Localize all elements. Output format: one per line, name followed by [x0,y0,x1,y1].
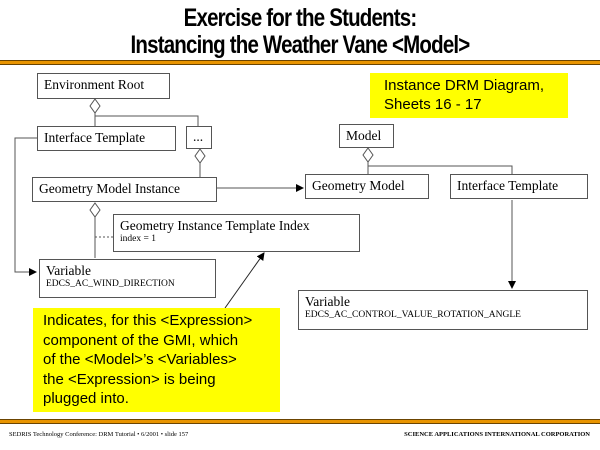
bottom-rule [0,419,600,425]
slide-title-line-2: Instancing the Weather Vane <Model> [130,31,471,59]
explanation-note-line: Indicates, for this <Expression> [43,312,253,329]
box-label: Variable [46,263,91,278]
box-label: Interface Template [44,130,146,145]
box-attribute: EDCS_AC_WIND_DIRECTION [46,279,175,289]
box-label: Environment Root [44,77,145,92]
box-label: Variable [305,294,350,309]
box-label: Geometry Instance Template Index [120,218,310,233]
top-rule [0,60,600,66]
box-attribute: index = 1 [120,234,156,244]
interface-template-box-right[interactable]: Interface Template [450,174,588,199]
reference-note-line: Instance DRM Diagram, [384,77,545,94]
footer-left: SEDRIS Technology Conference: DRM Tutori… [9,431,189,438]
footer-right: SCIENCE APPLICATIONS INTERNATIONAL CORPO… [404,431,590,438]
box-label: Interface Template [457,178,559,193]
explanation-note-line: of the <Model>’s <Variables> [43,351,237,368]
aggregation-diamond-icon [194,148,206,164]
box-label: Geometry Model Instance [39,181,180,196]
geometry-model-box[interactable]: Geometry Model [305,174,429,199]
ellipsis-box[interactable]: ... [186,126,212,149]
explanation-note-line: the <Expression> is being [43,370,216,388]
reference-note: Instance DRM Diagram, Sheets 16 - 17 [370,73,568,118]
variable-box-left[interactable]: Variable EDCS_AC_WIND_DIRECTION [39,259,216,298]
interface-template-box-left[interactable]: Interface Template [37,126,176,151]
box-label: Model [346,128,382,143]
slide-title-line-1: Exercise for the Students: [183,4,418,32]
geometry-instance-template-index-box[interactable]: Geometry Instance Template Index index =… [113,214,360,252]
aggregation-diamond-icon [89,202,101,218]
box-label: Geometry Model [312,178,405,193]
aggregation-diamond-icon [89,98,101,114]
geometry-model-instance-box[interactable]: Geometry Model Instance [32,177,217,202]
reference-note-line: Sheets 16 - 17 [384,96,482,113]
explanation-note-line: component of the GMI, which [43,331,239,349]
explanation-note: Indicates, for this <Expression> compone… [33,308,280,412]
variable-box-right[interactable]: Variable EDCS_AC_CONTROL_VALUE_ROTATION_… [298,290,588,330]
explanation-note-line: plugged into. [43,390,129,407]
box-label: ... [193,129,204,144]
environment-root-box[interactable]: Environment Root [37,73,170,99]
model-box[interactable]: Model [339,124,394,148]
aggregation-diamond-icon [362,147,374,163]
box-attribute: EDCS_AC_CONTROL_VALUE_ROTATION_ANGLE [305,310,521,320]
